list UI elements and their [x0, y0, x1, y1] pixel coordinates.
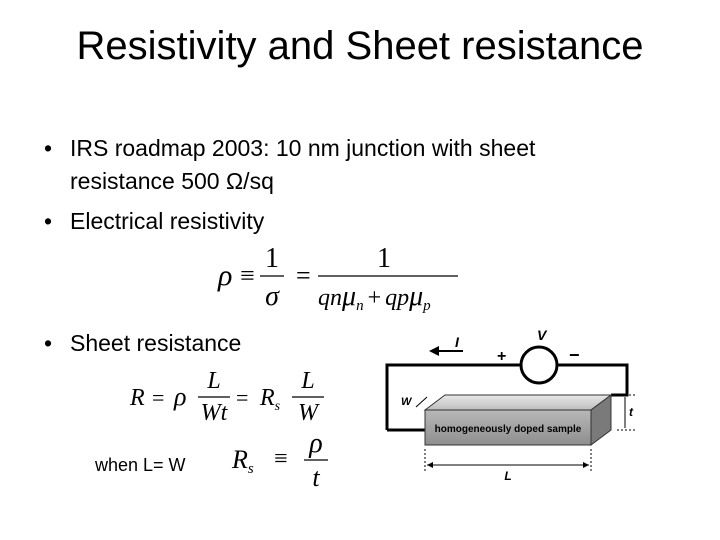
- rs-equation: Rs ≡ ρ t: [230, 428, 340, 494]
- den-sub-p: p: [422, 298, 431, 314]
- fraction2-denominator: qnμn+qpμp: [318, 281, 431, 314]
- rs-r: R: [259, 385, 275, 411]
- den-sub-n: n: [356, 298, 364, 314]
- circuit-wire-right: [557, 363, 629, 397]
- length-label: L: [504, 469, 511, 483]
- plus-sign: +: [497, 348, 506, 365]
- sheet-resistance-diagram: V + − I homogeneously doped sample W t L: [385, 325, 645, 485]
- circuit-diagram-graphic: V + − I homogeneously doped sample W t L: [385, 327, 635, 483]
- length-arrow-right-icon: [583, 462, 589, 468]
- circuit-wire-left: [385, 363, 521, 430]
- voltage-label: V: [537, 327, 548, 343]
- bullet-dot: •: [44, 135, 53, 161]
- equiv-sign: ≡: [240, 261, 255, 290]
- equals-sign-1: =: [152, 385, 164, 410]
- thickness-label: t: [629, 405, 634, 419]
- resistivity-equation-graphic: ρ ≡ 1 σ = 1 qnμn+qpμp: [217, 243, 458, 314]
- rs-sub: s: [275, 399, 281, 414]
- rs-equation-graphic: Rs ≡ ρ t: [231, 428, 328, 492]
- equiv-sign: ≡: [274, 446, 288, 472]
- current-arrow-icon: [429, 346, 439, 356]
- rho-symbol: ρ: [217, 259, 232, 292]
- bullet-text: Electrical resistivity: [70, 208, 265, 234]
- rho-symbol: ρ: [173, 382, 186, 411]
- fraction-denominator: t: [312, 463, 320, 492]
- fraction2-numerator: L: [300, 368, 314, 394]
- bullet-text: Sheet resistance: [70, 330, 242, 356]
- rs-sub: s: [248, 461, 254, 477]
- sample-top-face: [423, 394, 613, 411]
- slide-title: Resistivity and Sheet resistance: [76, 24, 644, 68]
- sheet-resistance-equation: R = ρ L Wt = Rs L W: [128, 368, 348, 428]
- equals-sign: =: [296, 261, 311, 290]
- sample-front-face: [424, 409, 592, 446]
- den-qp: qp: [385, 285, 409, 311]
- den-mu-p: μ: [408, 281, 423, 312]
- current-label: I: [455, 334, 460, 350]
- rs-symbol: Rs: [231, 445, 254, 477]
- fraction-numerator: ρ: [308, 428, 322, 459]
- rs-symbol: Rs: [259, 385, 281, 414]
- den-qn: qn: [318, 285, 342, 311]
- resistivity-equation: ρ ≡ 1 σ = 1 qnμn+qpμp: [210, 240, 470, 320]
- rs-r: R: [231, 445, 248, 474]
- bullet-text: IRS roadmap 2003: 10 nm junction with sh…: [70, 135, 536, 161]
- fraction1-numerator: L: [206, 368, 220, 394]
- sheet-resistance-equation-graphic: R = ρ L Wt = Rs L W: [129, 368, 324, 426]
- fraction1-denominator: σ: [265, 281, 280, 312]
- bullet-dot: •: [44, 330, 53, 356]
- fraction1-denominator: Wt: [201, 400, 229, 426]
- den-plus: +: [368, 285, 382, 311]
- bullet-text-continued: resistance 500 Ω/sq: [70, 168, 274, 194]
- minus-sign: −: [569, 345, 580, 365]
- r-symbol: R: [129, 385, 145, 411]
- equal-dimensions-condition: when L= W: [95, 455, 186, 475]
- width-label: W: [401, 396, 413, 408]
- den-mu-n: μ: [341, 281, 356, 312]
- equals-sign-2: =: [236, 385, 248, 410]
- sample-label: homogeneously doped sample: [435, 424, 582, 435]
- fraction2-numerator: 1: [377, 243, 391, 274]
- fraction1-numerator: 1: [265, 243, 279, 274]
- voltage-source-icon: [519, 345, 559, 385]
- length-arrow-left-icon: [427, 462, 433, 468]
- bullet-dot: •: [44, 208, 53, 234]
- width-arrow: [415, 396, 428, 408]
- fraction2-denominator: W: [298, 400, 320, 426]
